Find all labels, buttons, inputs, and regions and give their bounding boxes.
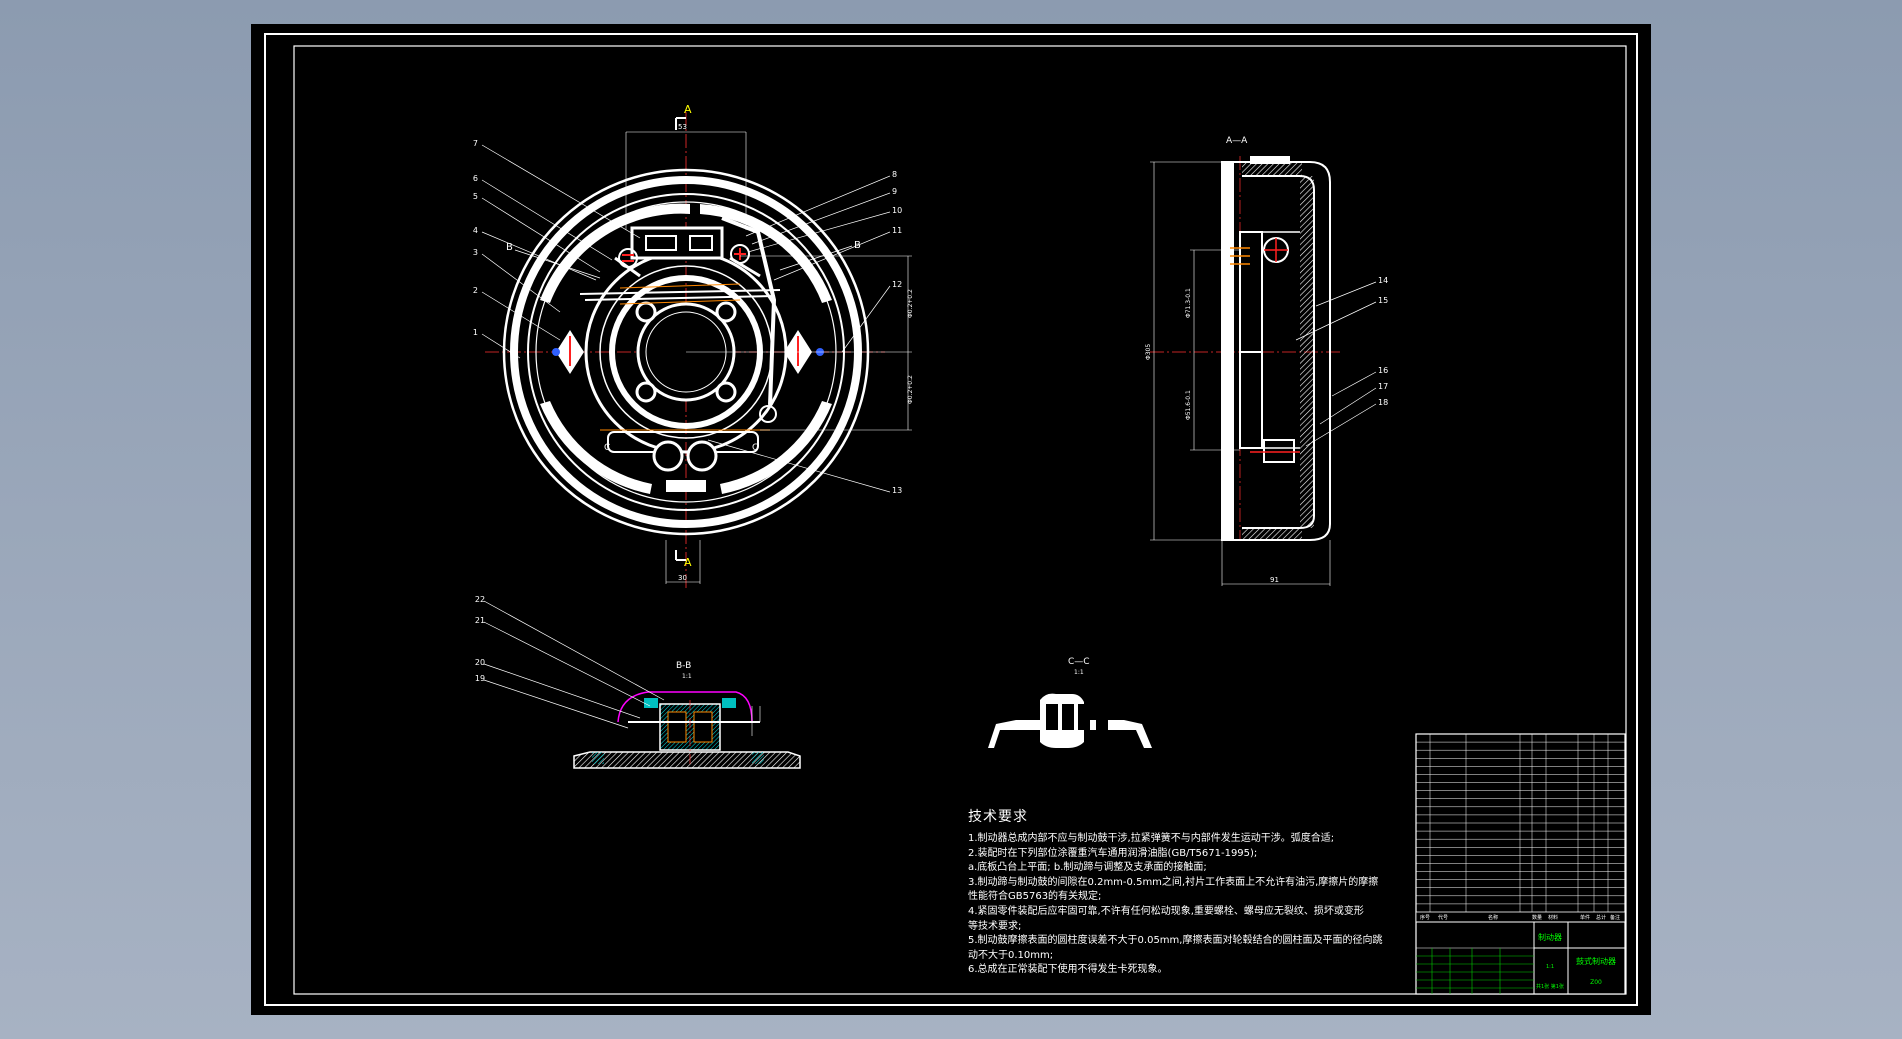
main-top-dimension: 53 [678, 123, 687, 131]
bom-header-code: 代号 [1438, 914, 1448, 921]
section-cc-scale: 1:1 [1074, 669, 1084, 676]
title-drawing-name: 鼓式制动器 [1576, 956, 1616, 966]
section-aa-upper-dimension: Φ71.3-0.1 [1185, 288, 1192, 318]
part-label: 22 [475, 595, 485, 604]
technical-requirement-line: 动不大于0.10mm; [968, 949, 1054, 961]
title-drawing-number: Z00 [1590, 979, 1602, 986]
part-label: 18 [1378, 398, 1388, 407]
part-label: 21 [475, 616, 485, 625]
section-a-marker-top: A [684, 103, 692, 116]
title-sheet-info: 共1张 第1张 [1536, 983, 1564, 990]
title-company: 制动器 [1538, 932, 1562, 942]
part-label: 20 [475, 658, 485, 667]
section-bb-scale: 1:1 [682, 673, 692, 680]
section-bb-label: B-B [676, 661, 691, 671]
technical-requirement-line: 等技术要求; [968, 920, 1022, 932]
technical-requirement-line: a.底板凸台上平面; b.制动蹄与调整及支承面的接触面; [968, 862, 1207, 874]
part-label: 7 [473, 139, 478, 148]
part-label: 16 [1378, 366, 1388, 375]
technical-requirement-line: 5.制动鼓摩擦表面的圆柱度误差不大于0.05mm,摩擦表面对轮毂结合的圆柱面及平… [968, 935, 1383, 947]
cut-b-left: B [506, 242, 513, 253]
technical-requirement-line: 1.制动器总成内部不应与制动鼓干涉,拉紧弹簧不与内部件发生运动干涉。弧度合适; [968, 833, 1335, 844]
main-bottom-dimension: 30 [678, 574, 687, 582]
section-aa-lower-dimension: Φ51.6-0.1 [1185, 390, 1192, 420]
bom-header-name: 名称 [1488, 914, 1498, 921]
part-label: 14 [1378, 276, 1388, 285]
part-label: 8 [892, 170, 897, 179]
technical-requirement-line: 6.总成在正常装配下使用不得发生卡死现象。 [968, 964, 1168, 976]
section-cc-label: C—C [1068, 657, 1090, 667]
bom-header-remark: 备注 [1610, 914, 1620, 921]
cut-c-right: C [752, 443, 758, 453]
technical-requirement-line: 2.装配时在下列部位涂覆重汽车通用润滑油脂(GB/T5671-1995); [968, 847, 1258, 859]
part-label: 3 [473, 248, 478, 257]
part-label: 1 [473, 328, 478, 337]
part-label: 13 [892, 486, 902, 495]
part-label: 2 [473, 286, 478, 295]
technical-requirements-title: 技术要求 [968, 809, 1028, 825]
section-aa-outer-dimension: Φ305 [1145, 344, 1152, 360]
part-label: 15 [1378, 296, 1388, 305]
bom-header-total: 总计 [1596, 914, 1606, 921]
part-label: 6 [473, 174, 478, 183]
technical-requirement-line: 性能符合GB5763的有关规定; [968, 891, 1102, 903]
bom-rows [1416, 734, 1625, 922]
technical-requirement-line: 4.紧固零件装配后应牢固可靠,不许有任何松动现象,重要螺栓、螺母应无裂纹、损坏或… [968, 905, 1364, 917]
main-right-dimension-lower: Φ0.2+0.2 [907, 375, 914, 404]
section-cc-view: C—C 1:1 [988, 657, 1152, 748]
bom-header-material: 材料 [1548, 914, 1558, 921]
bom-header-unit: 单件 [1580, 914, 1590, 921]
part-label: 17 [1378, 382, 1388, 391]
cut-c-left: C [604, 443, 610, 453]
bom-header-qty: 数量 [1532, 914, 1542, 921]
section-aa-label: A—A [1226, 136, 1248, 146]
section-aa-bottom-dimension: 91 [1270, 576, 1279, 584]
part-label: 4 [473, 226, 478, 235]
part-label: 19 [475, 674, 485, 683]
part-label: 5 [473, 192, 478, 201]
technical-requirements: 技术要求 1.制动器总成内部不应与制动鼓干涉,拉紧弹簧不与内部件发生运动干涉。弧… [968, 806, 1388, 978]
bom-header-index: 序号 [1420, 914, 1430, 921]
section-aa-view: A—A Φ305 Φ71.3-0.1 Φ51.6-0.1 [1145, 136, 1388, 586]
part-label: 9 [892, 187, 897, 196]
section-bb-view: B-B 1:1 22 21 20 19 [475, 595, 801, 769]
technical-requirement-line: 3.制动蹄与制动鼓的间隙在0.2mm-0.5mm之间,衬片工作表面上不允许有油污… [968, 876, 1379, 888]
part-label: 12 [892, 280, 902, 289]
main-right-dimension-upper: Φ0.2+0.2 [907, 289, 914, 318]
part-label: 10 [892, 206, 902, 215]
section-a-marker-bottom: A [684, 556, 692, 569]
title-block: 序号 代号 名称 数量 材料 单件 总计 备注 制动器 鼓式制动器 Z00 1 [1415, 733, 1626, 995]
part-label: 11 [892, 226, 902, 235]
main-view: A A B B C C 53 30 Φ0.2+0.2 Φ0.2+0.2 [473, 103, 914, 590]
title-scale: 1:1 [1546, 964, 1554, 970]
